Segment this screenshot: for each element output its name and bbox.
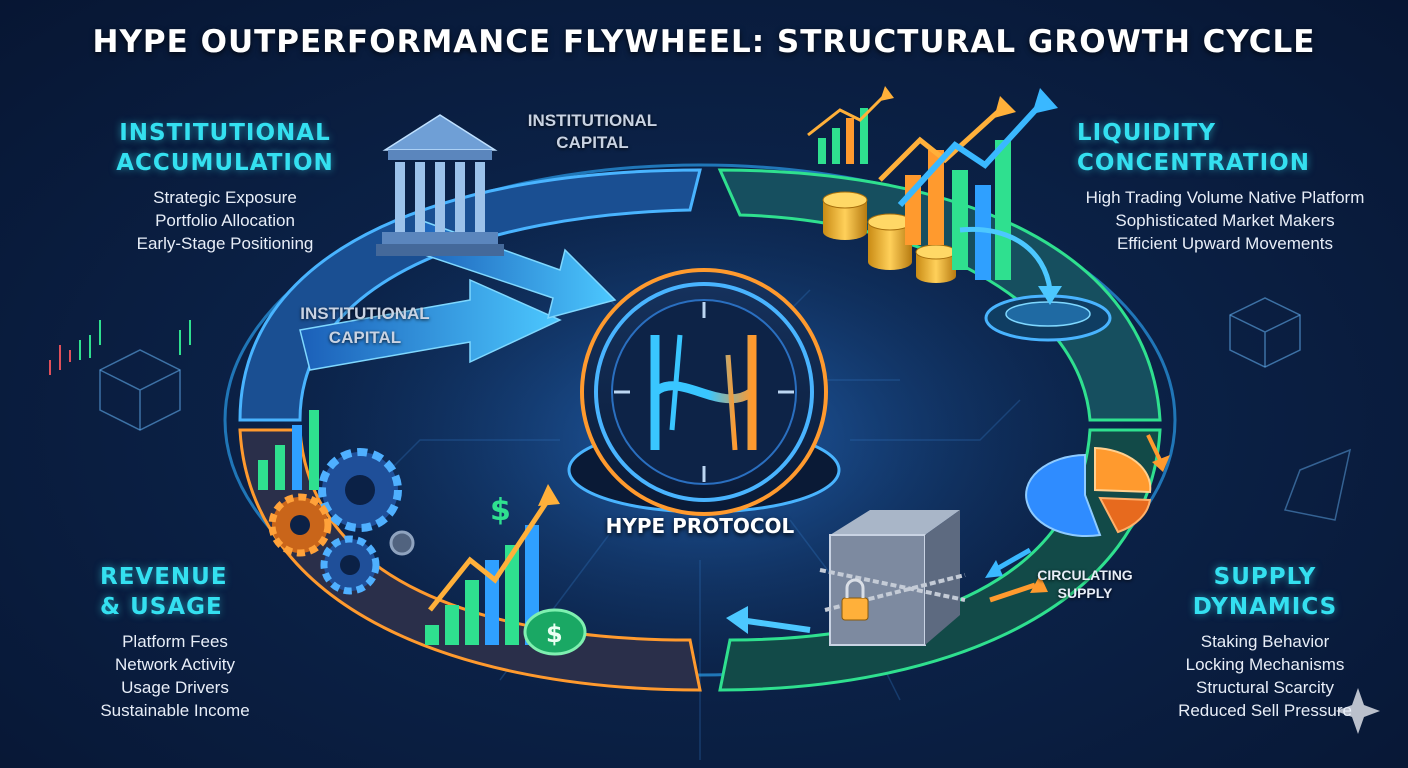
hype-logo-icon	[650, 334, 757, 451]
return-arrow	[739, 617, 811, 633]
institutional-heading-line-1: INSTITUTIONAL	[119, 120, 331, 146]
institutional-item: Early-Stage Positioning	[136, 234, 314, 253]
small-trend-chart-icon	[807, 86, 894, 164]
revenue-item: Platform Fees	[122, 632, 228, 651]
institutional-arrow-left	[299, 278, 562, 371]
revenue-item: Network Activity	[115, 655, 235, 674]
cube-decoration-right	[1229, 297, 1301, 368]
revenue-items: Platform Fees Network Activity Usage Dri…	[70, 630, 280, 722]
supply-arrow-orange	[989, 582, 1036, 603]
institutional-heading-line-2: ACCUMULATION	[116, 150, 334, 176]
revenue-item: Sustainable Income	[100, 701, 250, 720]
liquidity-heading-line-1: LIQUIDITY	[1077, 120, 1216, 146]
liquidity-concentration-block: LIQUIDITY CONCENTRATION High Trading Vol…	[1055, 118, 1395, 255]
svg-text:$: $	[546, 620, 563, 648]
volume-bar-chart-icon	[878, 88, 1058, 280]
sparkle-icon	[1336, 688, 1380, 734]
bank-icon	[376, 114, 504, 256]
circulating-supply-label: CIRCULATING SUPPLY	[1020, 566, 1150, 602]
supply-arrow-orange-head	[1030, 575, 1048, 593]
dollar-icon: $	[490, 493, 511, 528]
hub-label: HYPE PROTOCOL	[605, 514, 795, 538]
cube-decoration-left	[99, 349, 181, 431]
revenue-usage-block: REVENUE & USAGE Platform Fees Network Ac…	[70, 562, 280, 722]
supply-arrow-blue-head	[985, 560, 1003, 578]
flow-label-line: INSTITUTIONAL	[300, 304, 430, 323]
gears-icon	[268, 448, 415, 595]
institutional-item: Portfolio Allocation	[155, 211, 295, 230]
institutional-segment	[238, 168, 702, 422]
revenue-item: Usage Drivers	[121, 678, 229, 697]
liquidity-item: Efficient Upward Movements	[1116, 234, 1334, 253]
revenue-bar-chart-icon	[258, 410, 560, 645]
liquidity-item: Sophisticated Market Makers	[1115, 211, 1335, 230]
page-title: HYPE OUTPERFORMANCE FLYWHEEL: STRUCTURAL…	[92, 24, 1316, 60]
hub-inner-ring	[594, 282, 814, 502]
flow-label-line: CAPITAL	[328, 328, 402, 347]
supply-heading-line-2: DYNAMICS	[1192, 594, 1338, 620]
supply-item: Staking Behavior	[1200, 632, 1330, 651]
institutional-accumulation-block: INSTITUTIONAL ACCUMULATION Strategic Exp…	[95, 118, 355, 255]
return-arrow-head	[726, 606, 748, 634]
institutional-capital-label-top: INSTITUTIONAL CAPITAL	[500, 110, 685, 154]
supply-items: Staking Behavior Locking Mechanisms Stru…	[1160, 630, 1370, 722]
dollar-coin-icon: $	[523, 608, 587, 656]
hub-tick-marks	[614, 302, 794, 482]
liquidity-heading-line-2: CONCENTRATION	[1077, 150, 1310, 176]
supply-dynamics-block: SUPPLY DYNAMICS Staking Behavior Locking…	[1160, 562, 1370, 722]
flow-label-line: SUPPLY	[1057, 585, 1113, 601]
liquidity-item: High Trading Volume Native Platform	[1085, 188, 1365, 207]
revenue-heading-line-1: REVENUE	[100, 564, 228, 590]
supply-item: Structural Scarcity	[1196, 678, 1334, 697]
supply-arrow-blue	[993, 547, 1032, 573]
institutional-items: Strategic Exposure Portfolio Allocation …	[95, 186, 355, 255]
revenue-heading-line-2: & USAGE	[100, 594, 223, 620]
supply-item: Locking Mechanisms	[1185, 655, 1345, 674]
institutional-capital-label-left: INSTITUTIONAL CAPITAL	[275, 302, 455, 350]
coin-stack-icon	[822, 191, 957, 283]
supply-heading-line-1: SUPPLY	[1213, 564, 1317, 590]
flow-label-line: INSTITUTIONAL	[527, 111, 658, 130]
liquidity-pool-icon	[959, 226, 1112, 342]
shard-decoration-right	[1283, 448, 1352, 521]
outer-ring	[223, 163, 1177, 677]
ticker-decoration-left	[49, 320, 191, 375]
liquidity-items: High Trading Volume Native Platform Soph…	[1055, 186, 1395, 255]
flow-label-line: CIRCULATING	[1037, 567, 1133, 583]
supply-pie-chart-icon	[1025, 434, 1170, 538]
locked-vault-icon	[819, 510, 966, 646]
flow-label-line: CAPITAL	[556, 133, 629, 152]
institutional-item: Strategic Exposure	[153, 188, 297, 207]
supply-item: Reduced Sell Pressure	[1178, 701, 1352, 720]
